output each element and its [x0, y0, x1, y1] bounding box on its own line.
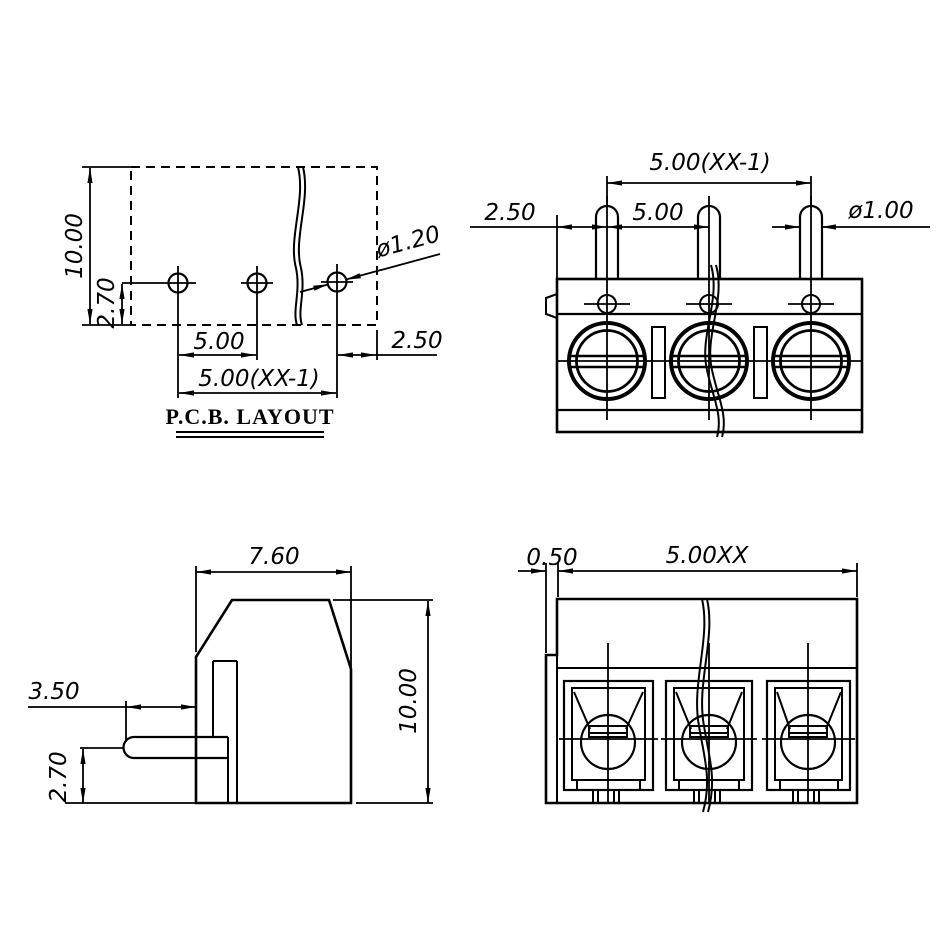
terminal-cell-1	[559, 643, 658, 804]
dim-total-pitch: 5.00(XX-1)	[606, 150, 812, 205]
dim-label-total-pitch: 5.00(XX-1)	[198, 366, 320, 392]
dim-edge-margin: 2.50	[338, 328, 443, 360]
dim-label-pitch: 5.00	[193, 329, 244, 355]
terminal-cell-2	[661, 643, 757, 804]
side-pin	[122, 735, 228, 760]
dim-label-edge-to-pin: 2.50	[484, 200, 535, 226]
dim-body-depth: 7.60	[195, 544, 352, 667]
title-underline	[176, 431, 324, 438]
terminal-cell-3	[762, 643, 855, 804]
top-body-inner-lines	[556, 655, 857, 803]
screw-channel	[212, 660, 238, 803]
dim-board-height: 10.00	[62, 166, 131, 326]
divider-slots	[651, 326, 768, 399]
dim-pitch: 5.00	[179, 329, 256, 358]
dim-label-flange-width: 0.50	[526, 545, 577, 571]
dim-label-body-depth: 7.60	[248, 544, 299, 570]
pole-centerlines	[606, 196, 812, 420]
dim-edge-and-pitch: 2.50 5.00	[470, 200, 709, 278]
dim-total-pitch: 5.00(XX-1)	[179, 366, 336, 396]
dim-pin-offset: 2.70	[46, 747, 196, 804]
break-line	[292, 166, 307, 326]
view-front: 5.00(XX-1) 2.50 5.00 ø1.00	[470, 150, 930, 438]
view-pcb-layout: 10.00 2.70 5.00 5.00(XX-1) 2.50	[62, 166, 443, 438]
dim-hole-offset: 2.70	[94, 277, 125, 329]
break-line	[704, 264, 725, 438]
view-side: 7.60 10.00 3.50 2.70	[28, 544, 433, 805]
dim-label-edge-margin: 2.50	[391, 328, 442, 354]
pcb-holes	[122, 264, 353, 398]
pcb-board-outline	[130, 166, 378, 326]
view-top: 0.50 5.00XX	[518, 543, 859, 813]
dim-pin-diameter: ø1.00	[772, 198, 930, 230]
dim-label-total-pitch: 5.00(XX-1)	[649, 150, 771, 176]
dim-label-hole-offset: 2.70	[94, 277, 120, 328]
dim-label-pin-diameter: ø1.00	[847, 198, 913, 224]
side-tab	[545, 293, 558, 319]
dim-pin-length: 3.50	[28, 679, 196, 742]
dim-label-hole-diameter: ø1.20	[372, 221, 443, 263]
dim-flange-and-width: 0.50 5.00XX	[518, 543, 858, 653]
dim-label-pin-length: 3.50	[28, 679, 79, 705]
dim-label-total-width: 5.00XX	[666, 543, 750, 569]
dim-body-height: 10.00	[333, 599, 433, 804]
pcb-layout-title: P.C.B. LAYOUT	[165, 404, 334, 429]
dim-label-pitch: 5.00	[632, 200, 683, 226]
dim-label-body-height: 10.00	[396, 668, 422, 734]
break-line	[696, 598, 714, 813]
dim-label-board-height: 10.00	[62, 213, 88, 279]
dim-label-pin-offset: 2.70	[46, 751, 72, 802]
view-title: P.C.B. LAYOUT	[165, 404, 334, 438]
side-body-outline	[194, 598, 353, 805]
